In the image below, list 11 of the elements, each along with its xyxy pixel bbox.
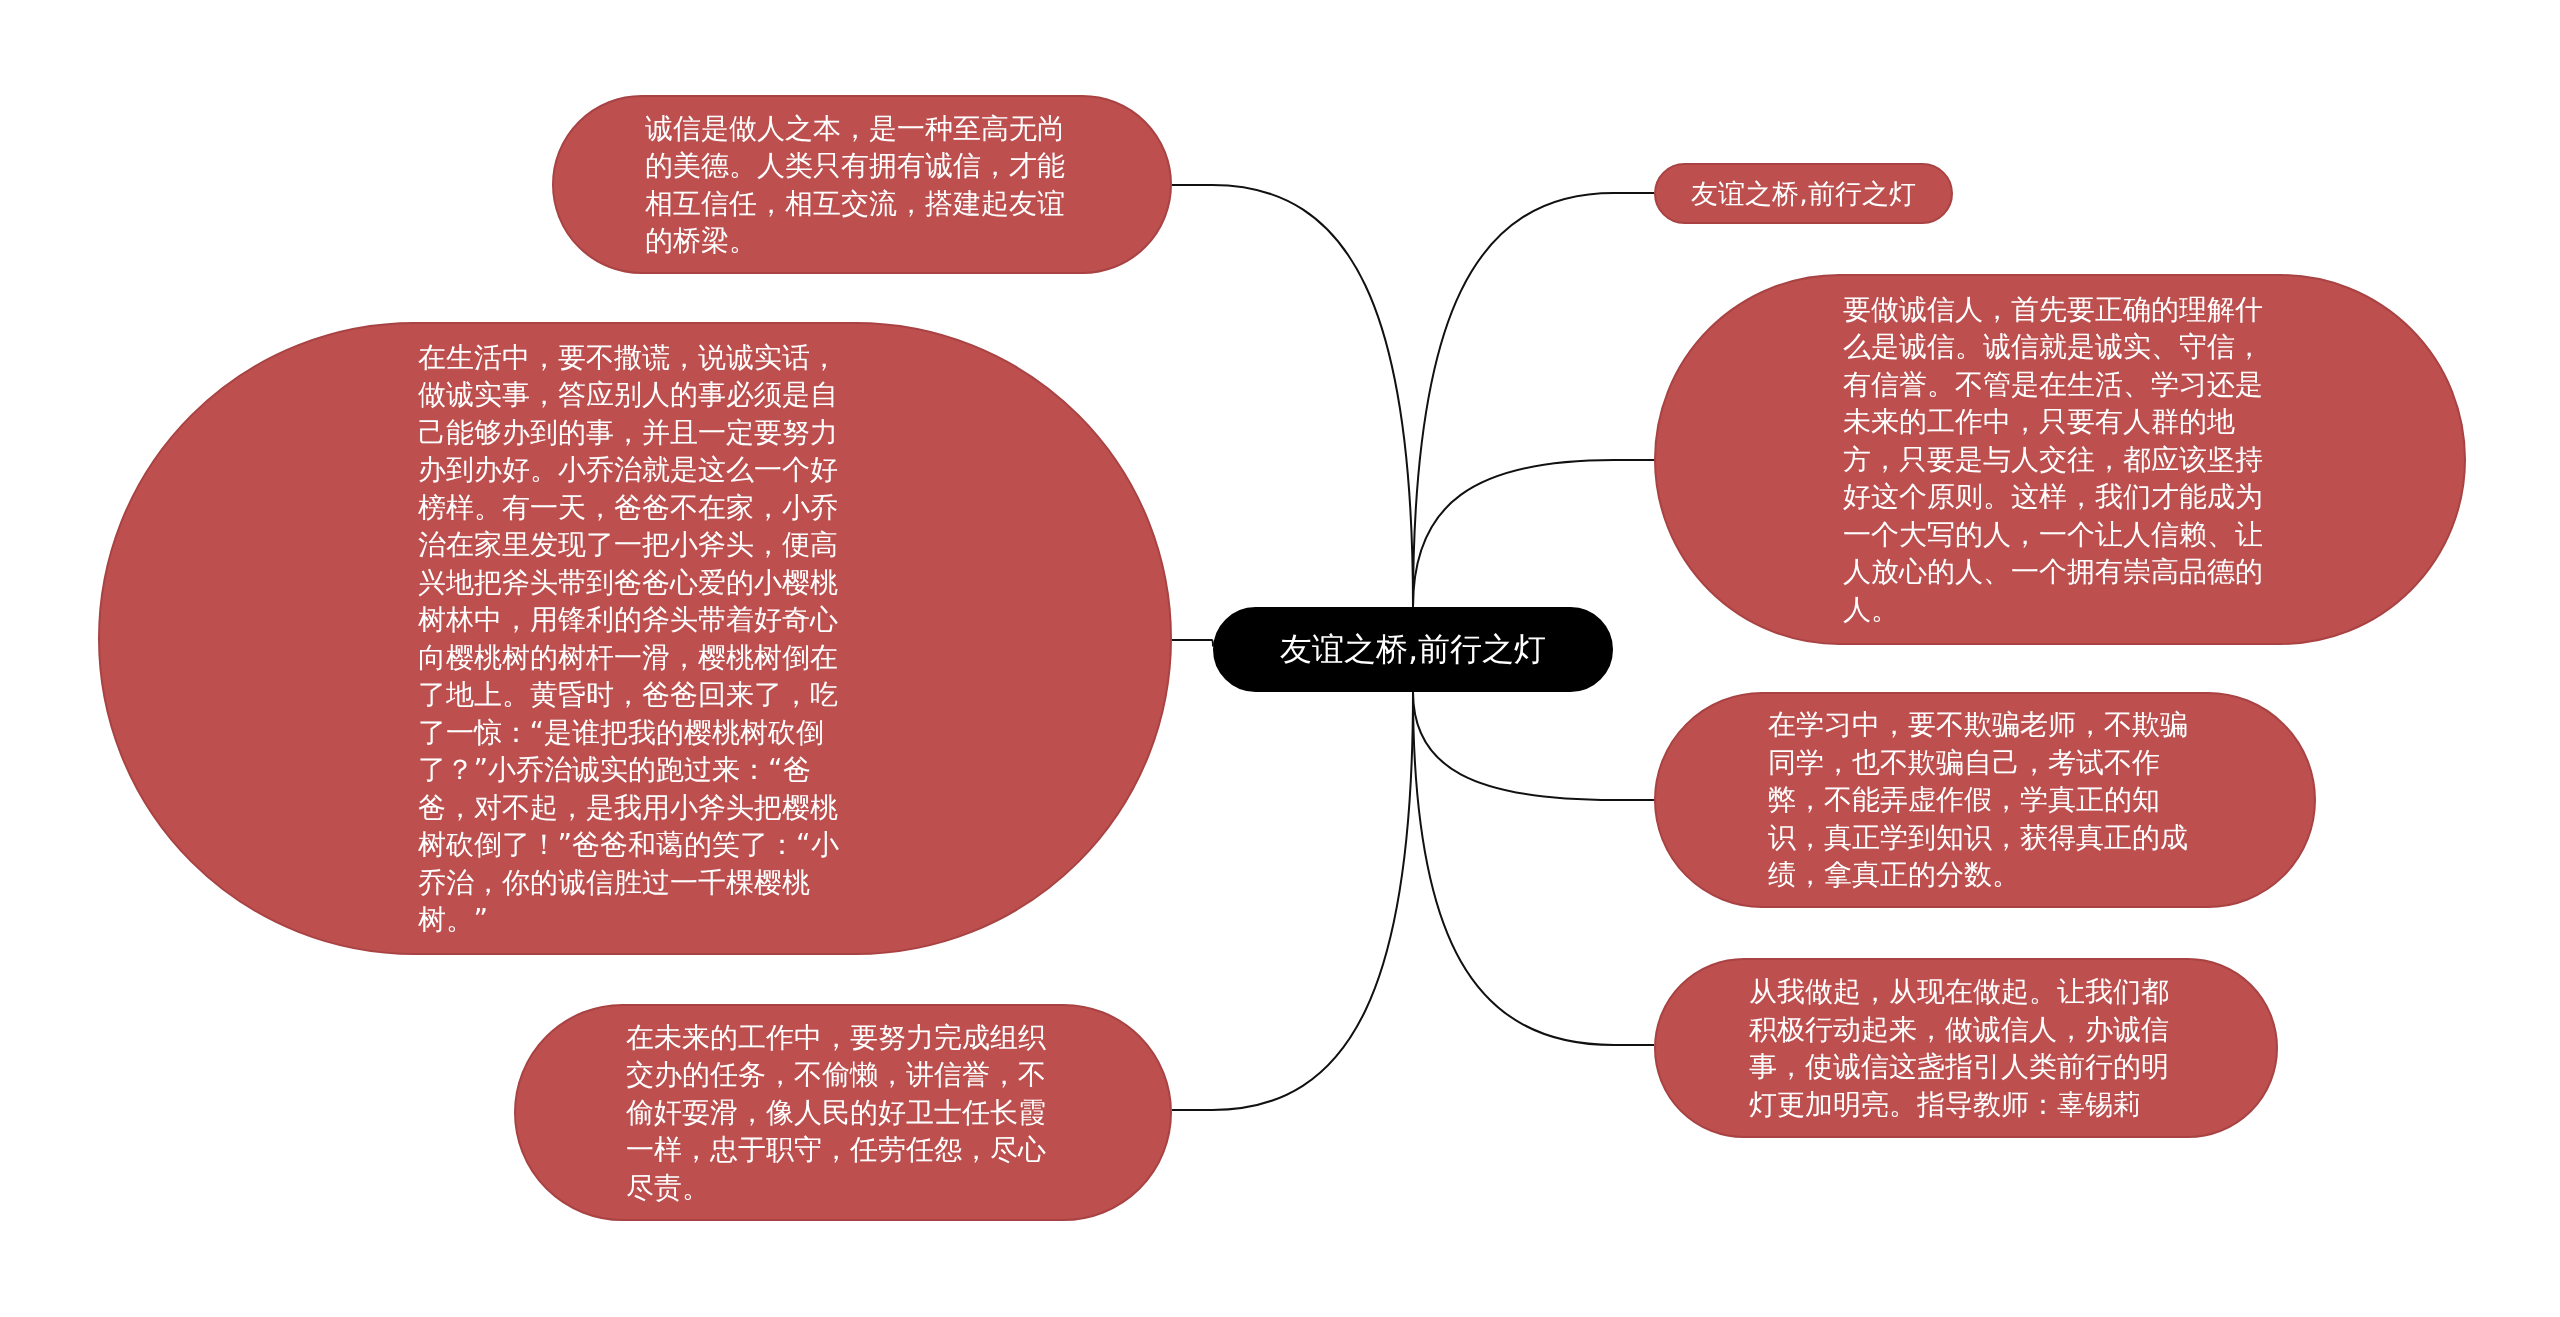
connector-line [1412, 459, 1655, 608]
topic-text: 要做诚信人，首先要正确的理解什么是诚信。诚信就是诚实、守信，有信誉。不管是在生活、学习还是未来的工作中，只要有人群的地方，只要是与人交往，都应该坚持好这个原则。这样，我们才能成为一个大写的人，一个让人信赖、让人放心的人、一个拥有崇高品德的人。 [1842, 291, 2264, 628]
topic-bubble [1654, 163, 1953, 224]
connector-line [1171, 639, 1214, 648]
topic-text: 在学习中，要不欺骗老师，不欺骗同学，也不欺骗自己，考试不作弊，不能弄虚作假，学真正的知识，真正学到知识，获得真正的成绩，拿真正的分数。 [1767, 707, 2189, 894]
central-topic-text: 友谊之桥,前行之灯 [1279, 630, 1547, 669]
topic-text: 诚信是做人之本，是一种至高无尚的美德。人类只有拥有诚信，才能相互信任，相互交流，搭建起友谊的桥梁。 [644, 110, 1066, 259]
topic-text: 在生活中，要不撒谎，说诚实话，做诚实事，答应别人的事必须是自己能够办到的事，并且一定要努力办到办好。小乔治就是这么一个好榜样。有一天，爸爸不在家，小乔治在家里发现了一把小斧头，便高兴地把斧头带到爸爸心爱的小樱桃树林中，用锋利的斧头带着好奇心向樱桃树的树杆一滑，樱桃树倒在了地上。黄昏时，爸爸回来了，吃了一惊：“是谁把我的樱桃树砍倒了？”小乔治诚实的跑过来：“爸爸，对不起，是我用小斧头把樱桃树砍倒了！”爸爸和蔼的笑了：“小乔治，你的诚信胜过一千棵樱桃树。” [417, 339, 840, 938]
topic-text: 友谊之桥,前行之灯 [1691, 176, 1916, 211]
topic-text: 从我做起，从现在做起。让我们都积极行动起来，做诚信人，办诚信事，使诚信这盏指引人类前行的明灯更加明亮。指导教师：辜锡莉 [1748, 974, 2170, 1123]
topic-text: 在未来的工作中，要努力完成组织交办的任务，不偷懒，讲信誉，不偷奸耍滑，像人民的好卫士任长霞一样，忠于职守，任劳任怨，尽心尽责。 [625, 1019, 1047, 1206]
